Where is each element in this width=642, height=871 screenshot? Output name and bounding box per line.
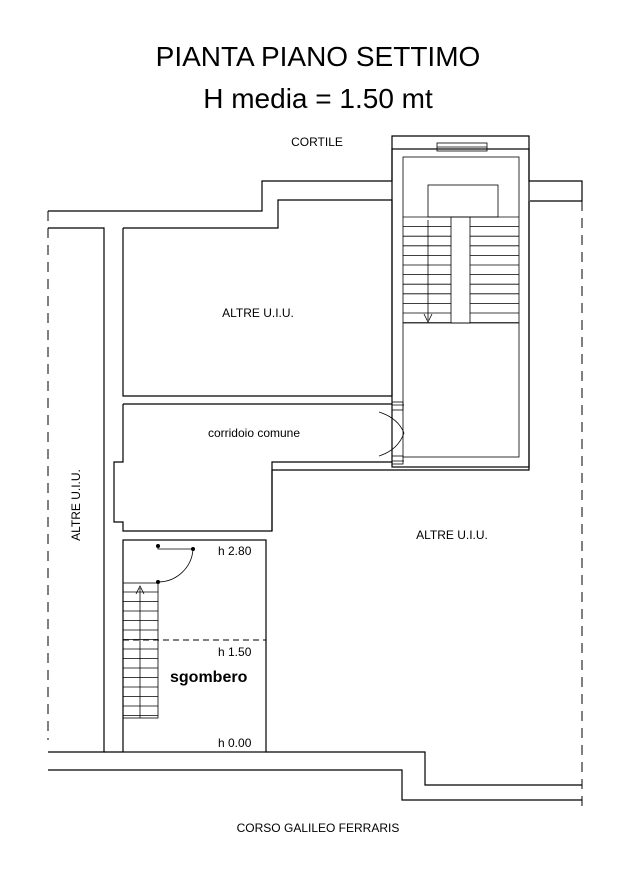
corso-label: CORSO GALILEO FERRARIS — [237, 821, 400, 835]
plan-subtitle: H media = 1.50 mt — [203, 83, 433, 114]
door-sgombero — [157, 546, 194, 583]
outer-wall-bottom — [48, 751, 582, 801]
cortile-label: CORTILE — [291, 135, 343, 149]
height-150-label: h 1.50 — [218, 645, 252, 659]
stair-shaft-outer — [391, 148, 530, 468]
door-hinge-top — [156, 544, 160, 548]
sgombero-stair-arrow-head — [135, 585, 145, 595]
door-corridor — [378, 404, 405, 462]
door-jamb-bottom — [391, 455, 404, 465]
altre-uiu-left-label: ALTRE U.I.U. — [69, 469, 83, 541]
stair-core — [450, 216, 471, 324]
sgombero-label: sgombero — [170, 669, 248, 686]
inner-wall-top — [48, 227, 105, 753]
corridor-walls — [113, 403, 392, 532]
door-jamb-top — [391, 401, 404, 411]
sgombero-stair — [122, 582, 159, 719]
stair-shaft-inner — [402, 156, 520, 458]
door-hinge-right — [191, 547, 195, 551]
stair-landing — [427, 184, 499, 218]
height-000-label: h 0.00 — [218, 736, 252, 750]
altre-uiu-top-label: ALTRE U.I.U. — [222, 306, 294, 320]
corridor-label: corridoio comune — [208, 426, 300, 440]
altre-uiu-right-label: ALTRE U.I.U. — [416, 528, 488, 542]
upper-unit-top — [123, 199, 393, 396]
sgombero-stair-treads — [123, 591, 158, 716]
upper-unit-wall — [122, 228, 392, 397]
stair-treads — [403, 216, 519, 324]
outer-wall-top — [48, 135, 583, 212]
right-unit-walls — [271, 201, 530, 531]
plan-title: PIANTA PIANO SETTIMO — [156, 41, 481, 72]
stair-arrow-head — [423, 313, 433, 323]
height-280-label: h 2.80 — [218, 544, 252, 558]
